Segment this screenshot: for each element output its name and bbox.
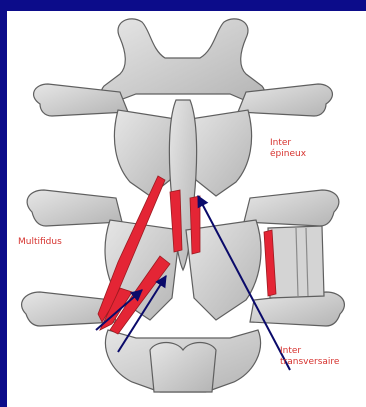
- label-inter-epineux: Inter épineux: [270, 138, 306, 160]
- label-inter-transversaire-line-1: Inter: [280, 346, 339, 357]
- label-inter-epineux-line-2: épineux: [270, 149, 306, 160]
- label-multifidus: Multifidus: [18, 237, 62, 248]
- label-inter-transversaire: Inter transversaire: [280, 346, 339, 368]
- vertebral-body-right: [268, 226, 324, 298]
- label-inter-transversaire-line-2: transversaire: [280, 357, 339, 368]
- vertebral-column: [22, 19, 345, 392]
- label-inter-epineux-line-1: Inter: [270, 138, 306, 149]
